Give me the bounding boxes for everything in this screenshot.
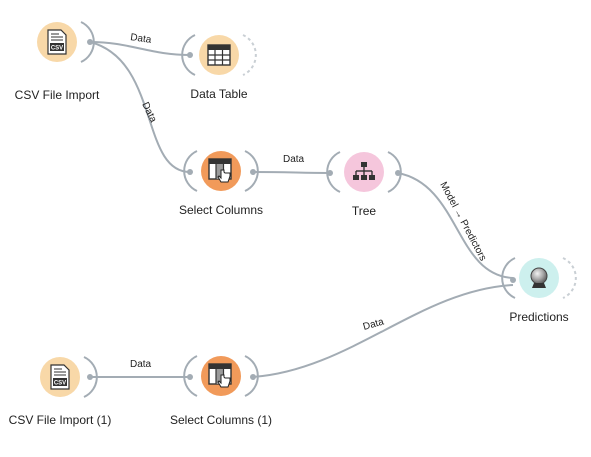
- csv-file-icon: CSV: [47, 29, 67, 55]
- link-tree-to-predictions[interactable]: [397, 172, 514, 279]
- output-anchor[interactable]: [395, 170, 401, 176]
- link-label: Data: [130, 32, 153, 46]
- csv-file-icon: CSV: [50, 364, 70, 390]
- link-label: Data: [362, 316, 386, 333]
- select-columns-icon: [208, 158, 232, 183]
- input-anchor[interactable]: [187, 374, 193, 380]
- link-label: Data: [283, 154, 305, 165]
- table-icon: [207, 44, 231, 66]
- widget-circle[interactable]: [201, 151, 241, 191]
- link-csv-to-select-columns[interactable]: [89, 41, 191, 173]
- widget-io-arcs: [183, 150, 259, 192]
- select-columns-icon: [208, 363, 232, 388]
- widget-circle[interactable]: [344, 152, 384, 192]
- tree-icon: [353, 162, 375, 180]
- widget-io-arcs: [181, 34, 257, 76]
- link-label: Data: [130, 359, 152, 370]
- output-anchor[interactable]: [250, 374, 256, 380]
- svg-text:CSV: CSV: [51, 46, 63, 52]
- widget-label: Select Columns: [178, 203, 264, 217]
- widget-select-columns-1[interactable]: Select Columns (1): [161, 355, 281, 456]
- widget-select-columns[interactable]: Select Columns: [161, 150, 281, 251]
- widget-circle[interactable]: CSV: [37, 22, 77, 62]
- crystal-ball-icon: [530, 267, 548, 288]
- widget-circle[interactable]: [519, 258, 559, 298]
- widget-io-arcs: [80, 21, 95, 63]
- widget-tree[interactable]: Tree: [304, 151, 424, 252]
- widget-label: CSV File Import (1): [8, 413, 112, 427]
- output-anchor[interactable]: [87, 374, 93, 380]
- link-csv-to-data-table[interactable]: [89, 41, 191, 56]
- widget-io-arcs: [326, 151, 402, 193]
- widget-label: Predictions: [509, 310, 569, 324]
- input-anchor[interactable]: [510, 277, 516, 283]
- widget-csv-file-import[interactable]: CSV CSV File Import: [0, 21, 117, 122]
- svg-text:CSV: CSV: [54, 381, 66, 387]
- widget-label: Data Table: [190, 87, 248, 101]
- widget-csv-file-import-1[interactable]: CSV CSV File Import (1): [0, 356, 120, 457]
- widget-io-arcs: [183, 355, 259, 397]
- link-label: Data: [139, 100, 158, 124]
- input-anchor[interactable]: [187, 169, 193, 175]
- widget-data-table[interactable]: Data Table: [159, 34, 279, 135]
- input-anchor[interactable]: [187, 52, 193, 58]
- input-anchor[interactable]: [327, 170, 333, 176]
- link-select-columns-to-tree[interactable]: [252, 171, 331, 174]
- widget-label: Tree: [351, 204, 377, 218]
- output-anchor[interactable]: [250, 169, 256, 175]
- link-label: Model → Predictors: [437, 180, 488, 263]
- widget-io-arcs: [83, 356, 98, 398]
- widget-io-arcs: [501, 257, 577, 299]
- output-anchor[interactable]: [87, 39, 93, 45]
- widget-label: CSV File Import: [14, 88, 100, 102]
- widget-label: Select Columns (1): [169, 413, 273, 427]
- widget-circle[interactable]: CSV: [40, 357, 80, 397]
- widget-circle[interactable]: [201, 356, 241, 396]
- widget-circle[interactable]: [199, 35, 239, 75]
- widget-predictions[interactable]: Predictions: [479, 257, 591, 358]
- link-select-columns-1-to-predictions[interactable]: [252, 284, 514, 378]
